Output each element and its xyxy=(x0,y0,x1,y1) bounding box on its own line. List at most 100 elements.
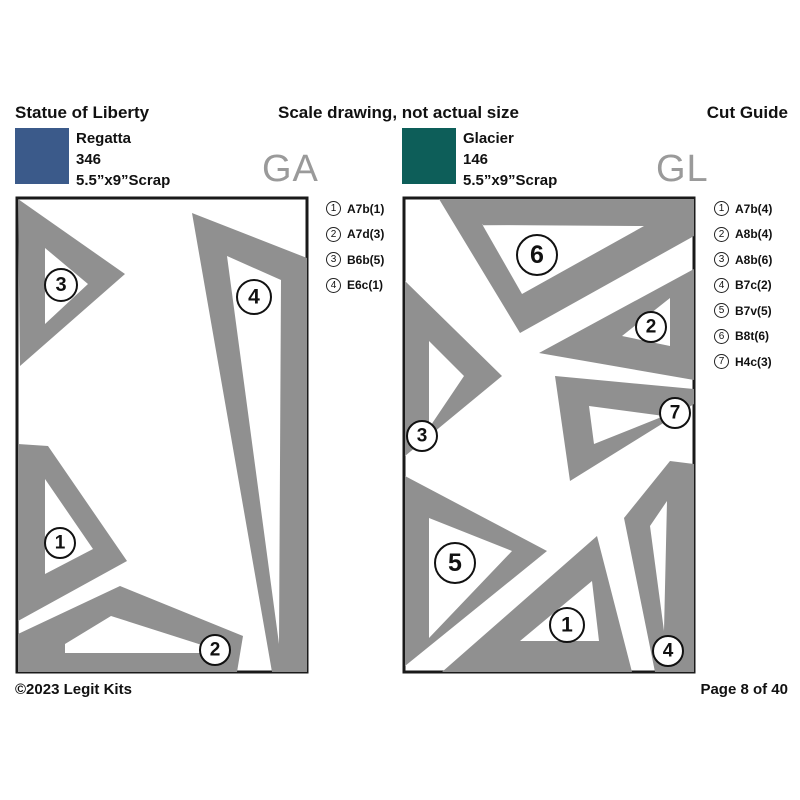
legend-row: 1 A7b(1) xyxy=(326,196,384,222)
legend-row: 2 A8b(4) xyxy=(714,222,772,248)
cut-legend-left: 1 A7b(1) 2 A7d(3) 3 B6b(5) 4 E6c(1) xyxy=(326,196,384,298)
legend-label: A7b(4) xyxy=(735,201,773,216)
piece-number-circle xyxy=(549,607,585,643)
fabric-size: 5.5”x9”Scrap xyxy=(463,172,558,189)
piece-number-circle xyxy=(44,527,76,559)
piece-number-circle xyxy=(199,634,231,666)
legend-number: 7 xyxy=(714,354,729,370)
legend-row: 6 B8t(6) xyxy=(714,324,772,350)
piece-labels-right: 6 2 3 7 5 1 4 xyxy=(406,234,691,667)
fabric-code: GA xyxy=(262,148,319,190)
cut-piece xyxy=(555,376,694,481)
legend-row: 4 E6c(1) xyxy=(326,273,384,299)
cut-piece xyxy=(18,444,127,621)
piece-number-circle xyxy=(652,635,684,667)
fabric-name: Regatta xyxy=(76,130,132,147)
piece-number-circle xyxy=(406,420,438,452)
piece-number-7: 7 xyxy=(659,397,691,429)
cut-piece xyxy=(624,461,694,672)
piece-number-4: 4 xyxy=(236,279,272,315)
piece-number-text: 1 xyxy=(55,533,66,554)
piece-number-2: 2 xyxy=(199,634,231,666)
piece-number-text: 3 xyxy=(417,426,428,447)
piece-number-text: 5 xyxy=(448,549,462,577)
page-number: Page 8 of 40 xyxy=(700,681,788,698)
cut-piece xyxy=(18,199,125,366)
cut-piece xyxy=(539,269,694,380)
legend-number: 2 xyxy=(326,226,341,242)
piece-number-3: 3 xyxy=(44,268,78,302)
piece-number-1: 1 xyxy=(549,607,585,643)
piece-number-circle xyxy=(44,268,78,302)
legend-label: A7d(3) xyxy=(347,227,385,242)
piece-number-text: 2 xyxy=(646,317,657,338)
legend-label: B6b(5) xyxy=(347,252,385,267)
cut-piece xyxy=(405,281,502,456)
cut-panel-right: 6 2 3 7 5 1 4 xyxy=(402,196,696,674)
legend-number: 5 xyxy=(714,303,729,319)
legend-number: 6 xyxy=(714,328,729,344)
piece-number-text: 4 xyxy=(663,641,674,662)
piece-number-circle xyxy=(516,234,558,276)
legend-number: 2 xyxy=(714,226,729,242)
legend-label: B7v(5) xyxy=(735,303,772,318)
cut-piece xyxy=(439,199,694,333)
piece-number-circle xyxy=(236,279,272,315)
legend-number: 1 xyxy=(326,201,341,217)
piece-number-circle xyxy=(659,397,691,429)
legend-row: 4 B7c(2) xyxy=(714,273,772,299)
cut-piece xyxy=(192,213,307,672)
piece-number-text: 1 xyxy=(561,614,573,637)
legend-label: A8b(4) xyxy=(735,227,773,242)
fabric-info-left: Regatta 346 5.5”x9”Scrap xyxy=(76,128,170,191)
piece-number-6: 6 xyxy=(516,234,558,276)
piece-number-text: 4 xyxy=(248,286,260,309)
piece-number-5: 5 xyxy=(434,542,476,584)
legend-label: B7c(2) xyxy=(735,278,772,293)
cut-panel-left: 3 4 1 2 xyxy=(15,196,309,674)
piece-number-text: 2 xyxy=(210,640,221,661)
page-type: Cut Guide xyxy=(706,103,788,122)
piece-number-3: 3 xyxy=(406,420,438,452)
piece-number-text: 6 xyxy=(530,241,544,269)
piece-number-circle xyxy=(635,311,667,343)
cut-pieces xyxy=(405,199,694,672)
legend-number: 3 xyxy=(326,252,341,268)
piece-number-2: 2 xyxy=(635,311,667,343)
piece-number-1: 1 xyxy=(44,527,76,559)
legend-label: A8b(6) xyxy=(735,252,773,267)
legend-number: 3 xyxy=(714,252,729,268)
fabric-name: Glacier xyxy=(463,130,514,147)
cut-piece xyxy=(442,536,632,672)
legend-row: 2 A7d(3) xyxy=(326,222,384,248)
piece-number-circle xyxy=(434,542,476,584)
legend-label: A7b(1) xyxy=(347,201,385,216)
piece-number-text: 3 xyxy=(55,274,66,296)
legend-number: 4 xyxy=(714,277,729,293)
scale-note: Scale drawing, not actual size xyxy=(278,103,519,122)
legend-label: H4c(3) xyxy=(735,354,772,369)
fabric-swatch-regatta xyxy=(15,128,69,184)
fabric-swatch-glacier xyxy=(402,128,456,184)
cut-layout-left: 3 4 1 2 xyxy=(15,196,309,674)
fabric-number: 146 xyxy=(463,151,489,168)
piece-number-text: 7 xyxy=(670,403,681,424)
piece-labels-left: 3 4 1 2 xyxy=(44,268,272,666)
legend-row: 3 B6b(5) xyxy=(326,247,384,273)
copyright: ©2023 Legit Kits xyxy=(15,681,132,698)
legend-row: 5 B7v(5) xyxy=(714,298,772,324)
legend-number: 4 xyxy=(326,277,341,293)
legend-row: 3 A8b(6) xyxy=(714,247,772,273)
legend-row: 1 A7b(4) xyxy=(714,196,772,222)
fabric-number: 346 xyxy=(76,151,102,168)
fabric-size: 5.5”x9”Scrap xyxy=(76,172,171,189)
cut-legend-right: 1 A7b(4) 2 A8b(4) 3 A8b(6) 4 B7c(2) 5 B7v(5) 6 B8t(… xyxy=(714,196,772,375)
pattern-title: Statue of Liberty xyxy=(15,103,150,122)
legend-label: E6c(1) xyxy=(347,278,384,293)
legend-label: B8t(6) xyxy=(735,329,770,344)
cut-piece xyxy=(405,476,547,666)
fabric-code: GL xyxy=(656,148,709,190)
legend-number: 1 xyxy=(714,201,729,217)
cut-layout-right: 6 2 3 7 5 1 4 xyxy=(402,196,696,674)
piece-number-4: 4 xyxy=(652,635,684,667)
